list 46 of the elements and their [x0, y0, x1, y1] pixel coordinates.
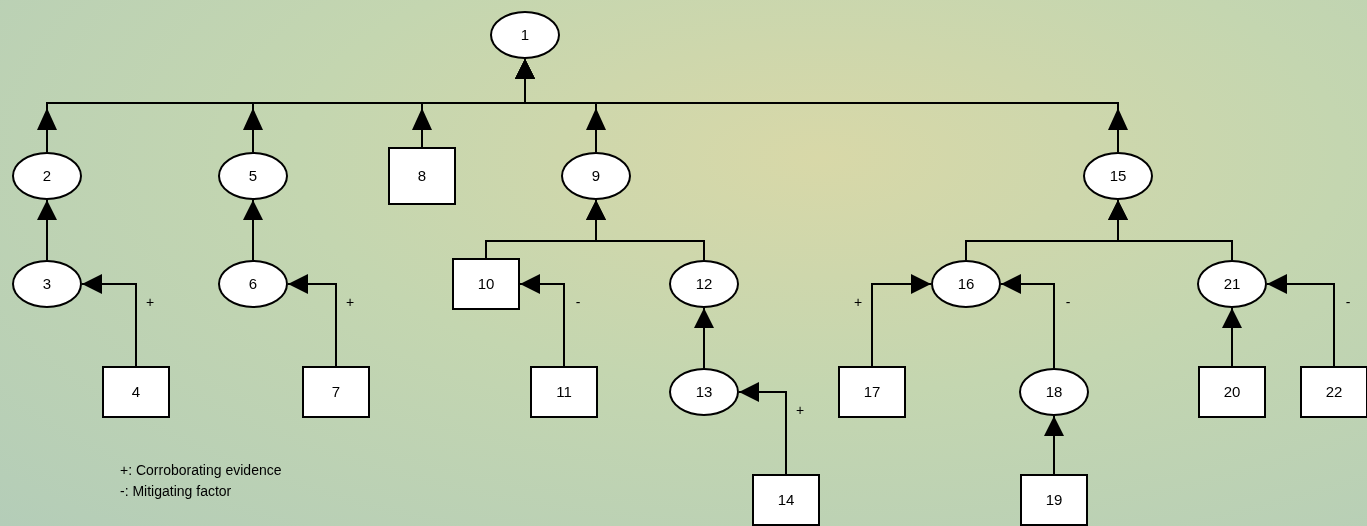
arrow: [1222, 307, 1242, 367]
ellipse-node: 13: [669, 368, 739, 416]
arrow: [1266, 274, 1335, 367]
arrow: [519, 274, 565, 367]
arrow: [1000, 274, 1055, 369]
ellipse-node: 15: [1083, 152, 1153, 200]
ellipse-node: 16: [931, 260, 1001, 308]
arrow: [287, 274, 337, 367]
ellipse-node: 5: [218, 152, 288, 200]
edge-label: +: [853, 295, 863, 309]
ellipse-node: 18: [1019, 368, 1089, 416]
box-node: 4: [102, 366, 170, 418]
box-node: 22: [1300, 366, 1367, 418]
edge-label: +: [795, 403, 805, 417]
arrow: [243, 199, 263, 261]
box-node: 8: [388, 147, 456, 205]
box-node: 17: [838, 366, 906, 418]
ellipse-node: 12: [669, 260, 739, 308]
ellipse-node: 9: [561, 152, 631, 200]
legend-note: +: Corroborating evidence: [120, 461, 282, 480]
legend-note: -: Mitigating factor: [120, 482, 232, 501]
arrow: [1108, 199, 1233, 261]
arrow: [871, 274, 932, 367]
box-node: 20: [1198, 366, 1266, 418]
edge-label: +: [145, 295, 155, 309]
box-node: 14: [752, 474, 820, 526]
ellipse-node: 3: [12, 260, 82, 308]
arrow: [37, 199, 57, 261]
edge-label: -: [575, 295, 581, 309]
edge-label: -: [1065, 295, 1071, 309]
arrow: [738, 382, 787, 475]
ellipse-node: 2: [12, 152, 82, 200]
box-node: 7: [302, 366, 370, 418]
arrow: [694, 307, 714, 369]
box-node: 19: [1020, 474, 1088, 526]
box-node: 10: [452, 258, 520, 310]
box-node: 11: [530, 366, 598, 418]
ellipse-node: 1: [490, 11, 560, 59]
ellipse-node: 21: [1197, 260, 1267, 308]
edge-label: -: [1345, 295, 1351, 309]
arrow: [1044, 415, 1064, 475]
arrow: [586, 199, 705, 261]
arrow: [515, 58, 1128, 153]
arrow: [81, 274, 137, 367]
edge-label: +: [345, 295, 355, 309]
ellipse-node: 6: [218, 260, 288, 308]
